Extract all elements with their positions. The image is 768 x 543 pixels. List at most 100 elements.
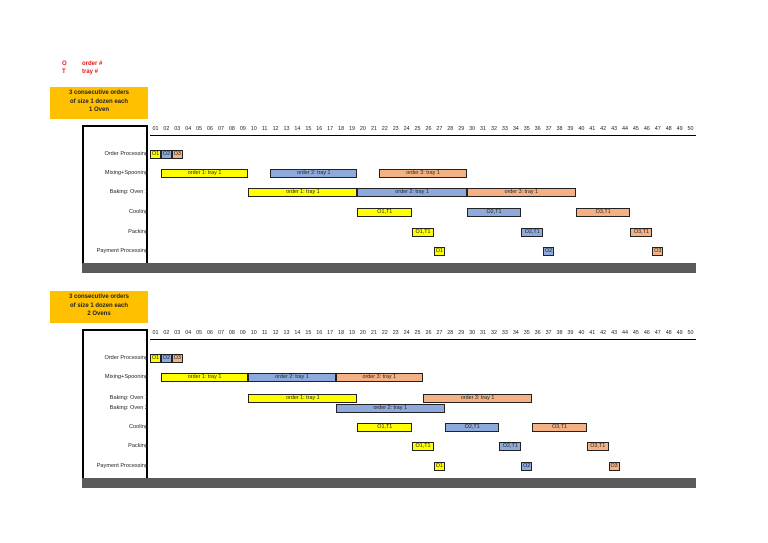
timeline-tick: 19	[349, 330, 355, 336]
task-bar: order 3: tray 1	[466, 188, 576, 197]
timeline-tick: 35	[523, 126, 530, 132]
task-bar: order 1: tray 1	[160, 169, 249, 178]
timeline-tick: 50	[687, 330, 694, 336]
task-bar: O3,T1	[532, 423, 587, 432]
timeline-tick: 21	[370, 126, 377, 132]
row-label: Payment Processing	[96, 248, 148, 254]
timeline-tick: 37	[545, 330, 552, 336]
timeline-tick: 46	[643, 126, 650, 132]
timeline-tick: 32	[490, 330, 497, 336]
timeline-tick: 13	[283, 126, 290, 132]
timeline-tick: 27	[436, 330, 443, 336]
timeline-tick: 09	[239, 330, 246, 336]
timeline-tick: 22	[381, 126, 388, 132]
section-footer-bar	[82, 478, 696, 488]
timeline-tick: 44	[622, 126, 628, 132]
timeline-tick: 37	[545, 126, 552, 132]
task-bar: O3	[652, 247, 664, 256]
timeline-tick: 06	[207, 126, 214, 132]
task-bar: O3	[171, 150, 183, 159]
timeline-tick: 08	[228, 330, 235, 336]
timeline-tick: 10	[250, 126, 257, 132]
timeline-tick: 36	[534, 330, 541, 336]
row-label: Payment Processing	[96, 463, 148, 469]
task-bar: O1	[150, 150, 161, 159]
timeline-tick: 26	[425, 330, 432, 336]
row-label: Mixing+Spooning	[104, 374, 148, 380]
task-bar: order 1: tray 1	[248, 394, 358, 403]
task-bar: O2	[521, 462, 533, 471]
section-header-line: 3 consecutive orders	[68, 90, 130, 96]
task-bar: O2,T1	[444, 423, 500, 432]
timeline-tick: 33	[501, 330, 508, 336]
row-label: Baking: Oven 2	[109, 405, 148, 411]
section-header-line: 2 Ovens	[87, 311, 111, 317]
timeline-tick: 35	[523, 330, 530, 336]
timeline-tick: 11	[261, 126, 268, 132]
task-bar: O1	[150, 354, 161, 363]
timeline-tick: 30	[469, 330, 476, 336]
task-bar: order 2: tray 1	[335, 404, 445, 413]
timeline-tick: 14	[294, 126, 301, 132]
timeline-tick: 18	[338, 126, 345, 132]
timeline-tick: 12	[272, 330, 279, 336]
timeline-tick: 41	[589, 330, 596, 336]
task-bar: O2	[160, 354, 172, 363]
timeline-tick: 32	[490, 126, 497, 132]
timeline-tick: 42	[600, 126, 607, 132]
timeline-tick: 09	[239, 126, 246, 132]
timeline-tick: 47	[654, 330, 661, 336]
timeline-tick: 40	[578, 126, 585, 132]
task-bar: O1,T1	[412, 228, 434, 237]
timeline-tick: 38	[556, 330, 563, 336]
timeline-tick: 24	[403, 126, 410, 132]
task-bar: O1	[433, 247, 445, 256]
task-bar: O1,T1	[357, 208, 413, 217]
timeline-tick: 29	[458, 126, 465, 132]
timeline-tick: 25	[414, 126, 421, 132]
timeline-tick: 17	[327, 126, 334, 132]
timeline-tick: 08	[228, 126, 235, 132]
row-label: Baking: Oven 1	[109, 189, 148, 195]
timeline-tick: 29	[458, 330, 465, 336]
task-bar: O1,T1	[412, 442, 434, 451]
task-bar: O3,T1	[575, 208, 631, 217]
timeline-tick: 28	[447, 330, 454, 336]
task-bar: O3	[171, 354, 183, 363]
task-bar: O2,T1	[521, 228, 544, 237]
timeline-tick: 17	[327, 330, 334, 336]
timeline-tick: 04	[185, 330, 192, 336]
timeline-tick: 05	[196, 126, 203, 132]
row-label-frame	[82, 329, 148, 488]
timeline-tick: 45	[632, 126, 639, 132]
timeline-tick: 02	[163, 126, 170, 132]
task-bar: O3	[608, 462, 620, 471]
task-bar: order 2: tray 1	[270, 169, 358, 178]
timeline-tick: 10	[250, 330, 257, 336]
timeline-tick: 20	[359, 126, 366, 132]
timeline-tick: 50	[687, 126, 694, 132]
row-label: Order Processing	[104, 355, 148, 361]
task-bar: order 1: tray 1	[248, 188, 358, 197]
timeline-tick: 42	[600, 330, 607, 336]
timeline-tick: 44	[622, 330, 628, 336]
timeline-tick: 34	[512, 126, 519, 132]
task-bar: O3,T1	[586, 442, 609, 451]
task-bar: order 3: tray 1	[379, 169, 467, 178]
timeline-tick: 14	[294, 330, 301, 336]
task-bar: O2,T1	[499, 442, 522, 451]
timeline-tick: 49	[676, 330, 683, 336]
timeline-tick: 48	[665, 126, 672, 132]
timeline-tick: 07	[217, 126, 224, 132]
timeline-tick: 41	[589, 126, 596, 132]
timeline-tick: 34	[512, 330, 519, 336]
timeline-tick: 13	[283, 330, 290, 336]
timeline-tick: 18	[338, 330, 345, 336]
timeline-tick: 23	[392, 330, 399, 336]
row-label: Cooling	[129, 209, 148, 215]
timeline-tick: 46	[643, 330, 650, 336]
timeline-tick: 12	[272, 126, 279, 132]
timeline-tick: 25	[414, 330, 421, 336]
